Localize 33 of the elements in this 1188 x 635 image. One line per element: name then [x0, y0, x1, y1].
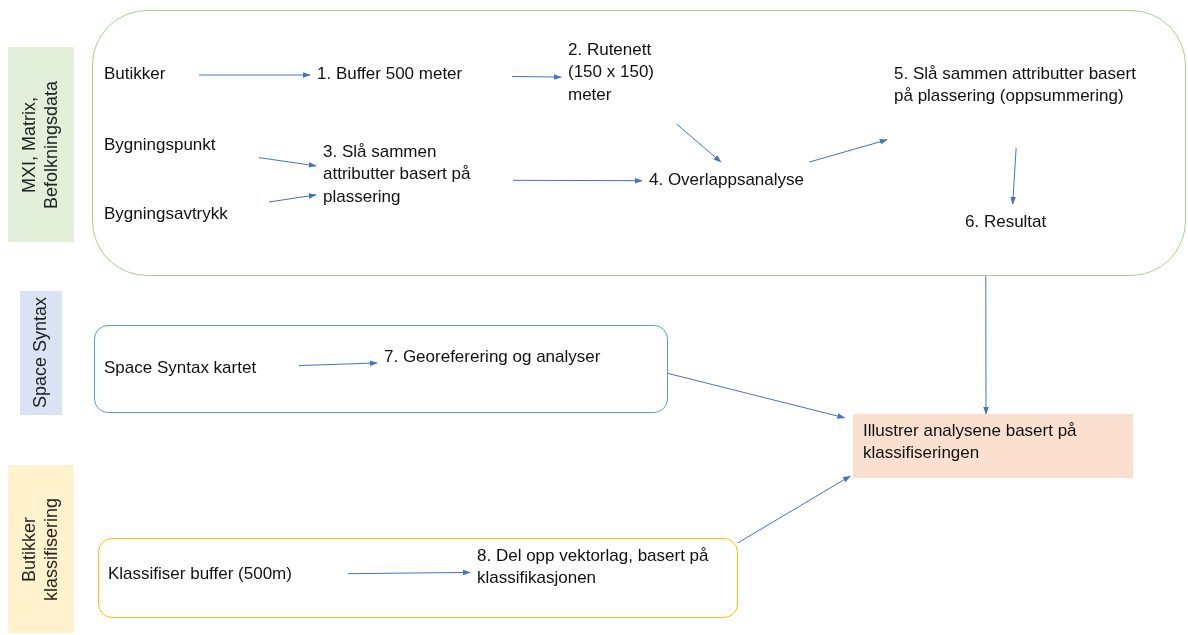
group-box [92, 10, 1186, 276]
step-label: Bygningspunkt [104, 134, 217, 156]
arrow [511, 74, 562, 80]
step-label: Klassifiser buffer (500m) [108, 563, 293, 585]
arrow [983, 275, 989, 415]
arrow [268, 193, 317, 203]
arrow [347, 569, 471, 576]
step-label: 1. Buffer 500 meter [317, 63, 464, 85]
step-label: 5. Slå sammen attributter basert på plassering (oppsummering) [894, 63, 1137, 108]
arrow [676, 123, 722, 163]
step-label: 7. Georeferering og analyser [384, 346, 602, 368]
arrow [1010, 147, 1017, 205]
category-band: MXI, Matrix, Befolkningsdata [8, 47, 74, 242]
arrow [512, 177, 643, 184]
group-box [94, 325, 668, 413]
step-label: 2. Rutenett (150 x 150) meter [568, 39, 655, 106]
group-box [98, 538, 738, 618]
step-label: Space Syntax kartet [104, 357, 258, 379]
arrow [298, 360, 378, 367]
step-label: 4. Overlappsanalyse [649, 169, 805, 191]
step-label: Butikker [104, 63, 167, 85]
category-band: Butikker klassifisering [8, 465, 74, 633]
arrow [258, 157, 317, 168]
step-label: 8. Del opp vektorlag, basert på klassifikasjonen [477, 545, 710, 590]
category-band: Space Syntax [20, 291, 62, 415]
result-box: Illustrer analysene basert på klassifiseringen [853, 414, 1133, 478]
step-label: 3. Slå sammen attributter basert på plassering [323, 141, 472, 208]
step-label: Bygningsavtrykk [104, 203, 229, 225]
arrow [198, 72, 311, 78]
arrow [737, 475, 851, 544]
arrow [667, 372, 846, 419]
step-label: 6. Resultat [965, 211, 1048, 233]
arrow [808, 139, 888, 163]
